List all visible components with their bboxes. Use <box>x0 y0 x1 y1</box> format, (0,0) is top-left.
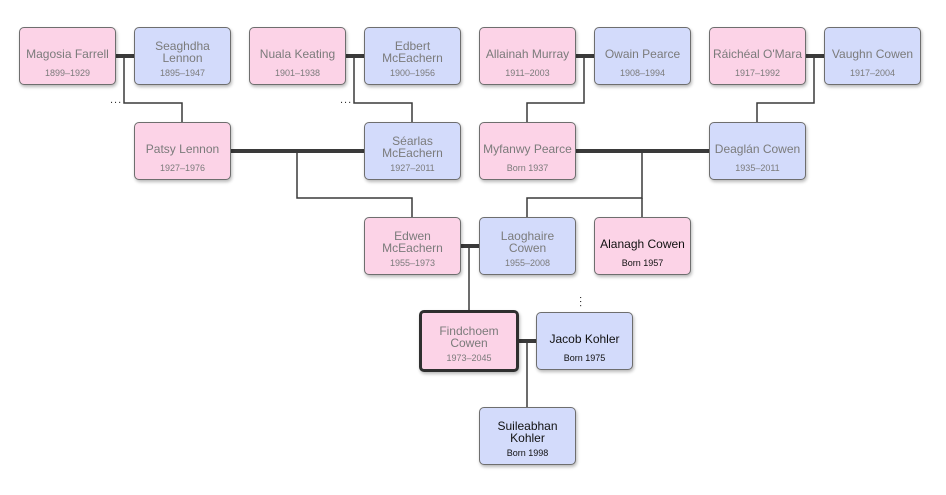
person-card-owain-pearce[interactable]: Owain Pearce 1908–1994 <box>594 27 691 85</box>
person-card-suileabhan-kohler[interactable]: Suileabhan Kohler Born 1998 <box>479 407 576 465</box>
person-name: Alanagh Cowen <box>600 237 685 252</box>
descent-line <box>353 56 413 122</box>
person-name: Jacob Kohler <box>549 332 620 347</box>
more-relatives-indicator[interactable]: ... <box>340 94 353 106</box>
more-relatives-indicator[interactable]: ... <box>577 296 589 309</box>
person-card-edbert-mceachern[interactable]: Edbert McEachern 1900–1956 <box>364 27 461 85</box>
person-dates: Born 1937 <box>506 163 549 173</box>
person-card-alanagh-cowen[interactable]: Alanagh Cowen Born 1957 <box>594 217 691 275</box>
person-name: Owain Pearce <box>604 47 681 62</box>
person-dates: 1955–2008 <box>504 258 551 268</box>
person-name: Patsy Lennon <box>145 142 220 157</box>
descent-line <box>756 56 815 122</box>
person-card-nuala-keating[interactable]: Nuala Keating 1901–1938 <box>249 27 346 85</box>
descent-line <box>526 151 643 217</box>
person-card-vaughn-cowen[interactable]: Vaughn Cowen 1917–2004 <box>824 27 921 85</box>
person-dates: 1899–1929 <box>44 68 91 78</box>
person-card-deaglan-cowen[interactable]: Deaglán Cowen 1935–2011 <box>709 122 806 180</box>
person-card-magosia-farrell[interactable]: Magosia Farrell 1899–1929 <box>19 27 116 85</box>
descent-line <box>526 56 585 122</box>
person-card-findchoem-cowen[interactable]: Findchoem Cowen 1973–2045 <box>419 310 519 372</box>
person-card-jacob-kohler[interactable]: Jacob Kohler Born 1975 <box>536 312 633 370</box>
person-dates: 1973–2045 <box>446 353 492 363</box>
person-name: Ráichéal O'Mara <box>713 47 802 62</box>
person-dates: 1935–2011 <box>735 163 780 173</box>
person-card-patsy-lennon[interactable]: Patsy Lennon 1927–1976 <box>134 122 231 180</box>
person-dates: Born 1957 <box>621 258 664 268</box>
person-name: Vaughn Cowen <box>831 47 914 62</box>
person-dates: 1901–1938 <box>274 68 321 78</box>
descent-line <box>123 56 183 122</box>
person-name: Laoghaire Cowen <box>500 229 555 256</box>
person-dates: 1917–1992 <box>734 68 781 78</box>
person-name: Allainah Murray <box>485 47 570 62</box>
person-name: Findchoem Cowen <box>439 324 499 351</box>
person-name: Edbert McEachern <box>382 39 443 66</box>
person-card-edwen-mceachern[interactable]: Edwen McEachern 1955–1973 <box>364 217 461 275</box>
person-card-raicheal-omara[interactable]: Ráichéal O'Mara 1917–1992 <box>709 27 806 85</box>
person-dates: 1955–1973 <box>389 258 436 268</box>
person-name: Myfanwy Pearce <box>483 142 572 157</box>
person-dates: 1900–1956 <box>389 68 436 78</box>
person-name: Seaghdha Lennon <box>155 39 210 66</box>
person-name: Nuala Keating <box>259 47 336 62</box>
person-name: Edwen McEachern <box>382 229 443 256</box>
person-name: Séarlas McEachern <box>382 134 443 161</box>
person-card-searlas-mceachern[interactable]: Séarlas McEachern 1927–2011 <box>364 122 461 180</box>
person-card-laoghaire-cowen[interactable]: Laoghaire Cowen 1955–2008 <box>479 217 576 275</box>
person-dates: 1927–1976 <box>159 163 206 173</box>
person-name: Magosia Farrell <box>26 47 109 62</box>
person-dates: 1927–2011 <box>390 163 435 173</box>
person-card-myfanwy-pearce[interactable]: Myfanwy Pearce Born 1937 <box>479 122 576 180</box>
person-dates: Born 1975 <box>563 353 606 363</box>
person-name: Deaglán Cowen <box>714 142 801 157</box>
person-card-allainah-murray[interactable]: Allainah Murray 1911–2003 <box>479 27 576 85</box>
descent-line <box>296 151 413 217</box>
person-dates: 1917–2004 <box>849 68 896 78</box>
person-dates: 1908–1994 <box>619 68 666 78</box>
person-dates: 1895–1947 <box>159 68 206 78</box>
person-dates: 1911–2003 <box>505 68 550 78</box>
person-dates: Born 1998 <box>506 448 549 458</box>
more-relatives-indicator[interactable]: ... <box>110 94 123 106</box>
person-name: Suileabhan Kohler <box>497 419 558 446</box>
person-card-seaghdha-lennon[interactable]: Seaghdha Lennon 1895–1947 <box>134 27 231 85</box>
